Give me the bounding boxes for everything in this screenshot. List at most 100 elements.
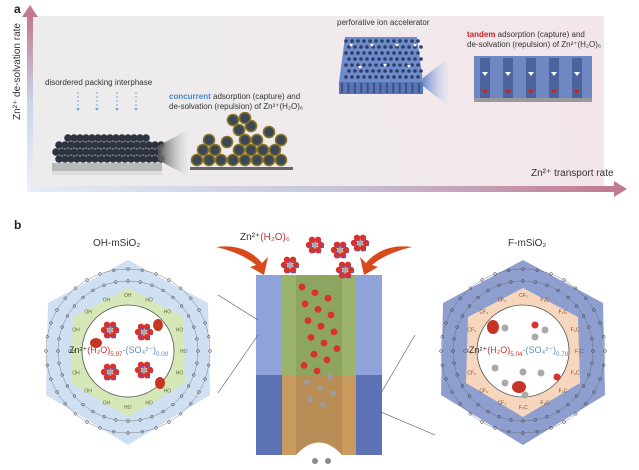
packing-particle — [76, 134, 84, 142]
channel — [572, 58, 582, 98]
oxygen-atom — [179, 412, 183, 416]
hydrogen-atom — [342, 276, 346, 279]
pore-hole — [362, 75, 366, 79]
packing-particle — [112, 148, 120, 156]
pore-hole — [419, 69, 423, 73]
packing-particle — [133, 141, 141, 149]
oxygen-atom — [49, 377, 53, 381]
packing-particle — [85, 141, 93, 149]
channel — [526, 58, 536, 98]
oxygen-atom — [556, 409, 560, 414]
pore-hole — [368, 39, 372, 43]
water-molecule — [323, 356, 331, 364]
white-arrow-icon — [551, 72, 557, 76]
pore-hole — [401, 45, 405, 49]
hydrogen-atom — [363, 249, 367, 252]
formula-zn: Zn²⁺ — [469, 345, 488, 355]
f-msio2-particle: F₃CF₃CF₃CF₃CF₃CCF₃CF₃CF₃CF₃CF₃CF₃CF₃CF₃F… — [439, 260, 607, 445]
channel — [549, 58, 559, 98]
pore-hole — [386, 51, 390, 55]
oh-msio2-title: OH-mSiO₂ — [93, 238, 141, 249]
concurrent-caption-rest: adsorption (capture) and — [210, 92, 301, 101]
x-axis-arrow-head — [614, 181, 627, 197]
oxygen-atom — [161, 288, 165, 293]
zoom-cone-left — [158, 130, 188, 176]
pore-hole — [395, 69, 399, 73]
pore-hole — [350, 51, 354, 55]
oxygen-atom — [556, 288, 560, 293]
coated-particle — [226, 113, 240, 127]
oxygen-atom — [467, 304, 472, 308]
oxygen-atom — [493, 426, 497, 430]
hydrogen-atom — [147, 327, 151, 330]
pore-hole — [380, 39, 384, 43]
surface-group-label: OH — [68, 349, 76, 355]
pore-hole — [383, 57, 387, 61]
surface-group-label: CF₃ — [479, 309, 488, 315]
oxygen-atom — [102, 415, 106, 419]
oxygen-atom — [476, 402, 480, 407]
tandem-caption-line2: de-solvation (repulsion) of Zn²⁺(H₂O)₆ — [467, 40, 602, 49]
hydrogen-atom — [318, 251, 322, 254]
pore-hole — [362, 51, 366, 55]
oxygen-atom — [562, 278, 566, 282]
oxygen-atom — [55, 308, 59, 312]
packing-particle — [91, 155, 99, 163]
zinc-ion — [531, 333, 539, 341]
channel — [480, 58, 490, 98]
water-molecule — [298, 283, 306, 291]
oxygen-atom — [590, 361, 594, 365]
oxygen-atom — [468, 412, 472, 416]
oxygen-atom — [161, 409, 165, 414]
hydrogen-atom — [141, 327, 145, 330]
pore-hole — [344, 63, 348, 67]
pore-hole — [359, 69, 363, 73]
hydrogen-atom — [107, 325, 111, 328]
hydrogen-atom — [104, 330, 108, 334]
packing-particle — [106, 134, 114, 142]
framework-ring — [452, 280, 594, 422]
hydrogen-atom — [337, 245, 341, 248]
pore-hole — [347, 57, 351, 61]
pore-hole — [395, 57, 399, 61]
zinc-ion — [317, 384, 323, 391]
hydrogen-atom — [293, 260, 297, 263]
packing-particle — [79, 141, 87, 149]
oxygen-atom — [150, 283, 154, 287]
pore-hole — [347, 69, 351, 73]
surface-group-label: HO — [124, 405, 132, 411]
surface-group-label: CF₃ — [467, 370, 476, 376]
pore-hole — [368, 51, 372, 55]
panel-a-axes — [22, 5, 627, 197]
oxygen-atom — [49, 321, 53, 325]
panel-label-a: a — [14, 2, 21, 16]
oxygen-atom — [460, 384, 465, 388]
pore-hole — [389, 57, 393, 61]
hydrogen-atom — [113, 325, 117, 328]
oxygen-atom — [507, 430, 511, 434]
pore-hole — [365, 69, 369, 73]
pore-hole — [386, 39, 390, 43]
coated-particle — [214, 153, 228, 167]
oxygen-atom — [140, 268, 144, 272]
hydrogen-atom — [357, 238, 361, 241]
packing-particle — [115, 155, 123, 163]
formula-sulfate: (SO₄²⁻) — [525, 345, 556, 355]
oxygen-atom — [486, 288, 490, 293]
oxygen-atom — [203, 377, 207, 381]
oxygen-atom — [112, 430, 116, 434]
pore-hole — [350, 75, 354, 79]
oxygen-atom — [574, 286, 578, 290]
packing-particle — [58, 148, 66, 156]
zinc-ion — [307, 396, 313, 402]
oxygen-atom — [72, 394, 77, 398]
pore-channel — [360, 83, 363, 93]
packing-particle — [142, 148, 150, 156]
surface-group-label: F₃C — [575, 349, 584, 355]
pore-channel-illustration — [216, 234, 436, 464]
hydrogen-atom — [312, 251, 316, 254]
coated-particle — [202, 153, 216, 167]
pore-hole — [353, 57, 357, 61]
packing-particle — [112, 134, 120, 142]
formula-zn: Zn²⁺ — [69, 345, 88, 355]
